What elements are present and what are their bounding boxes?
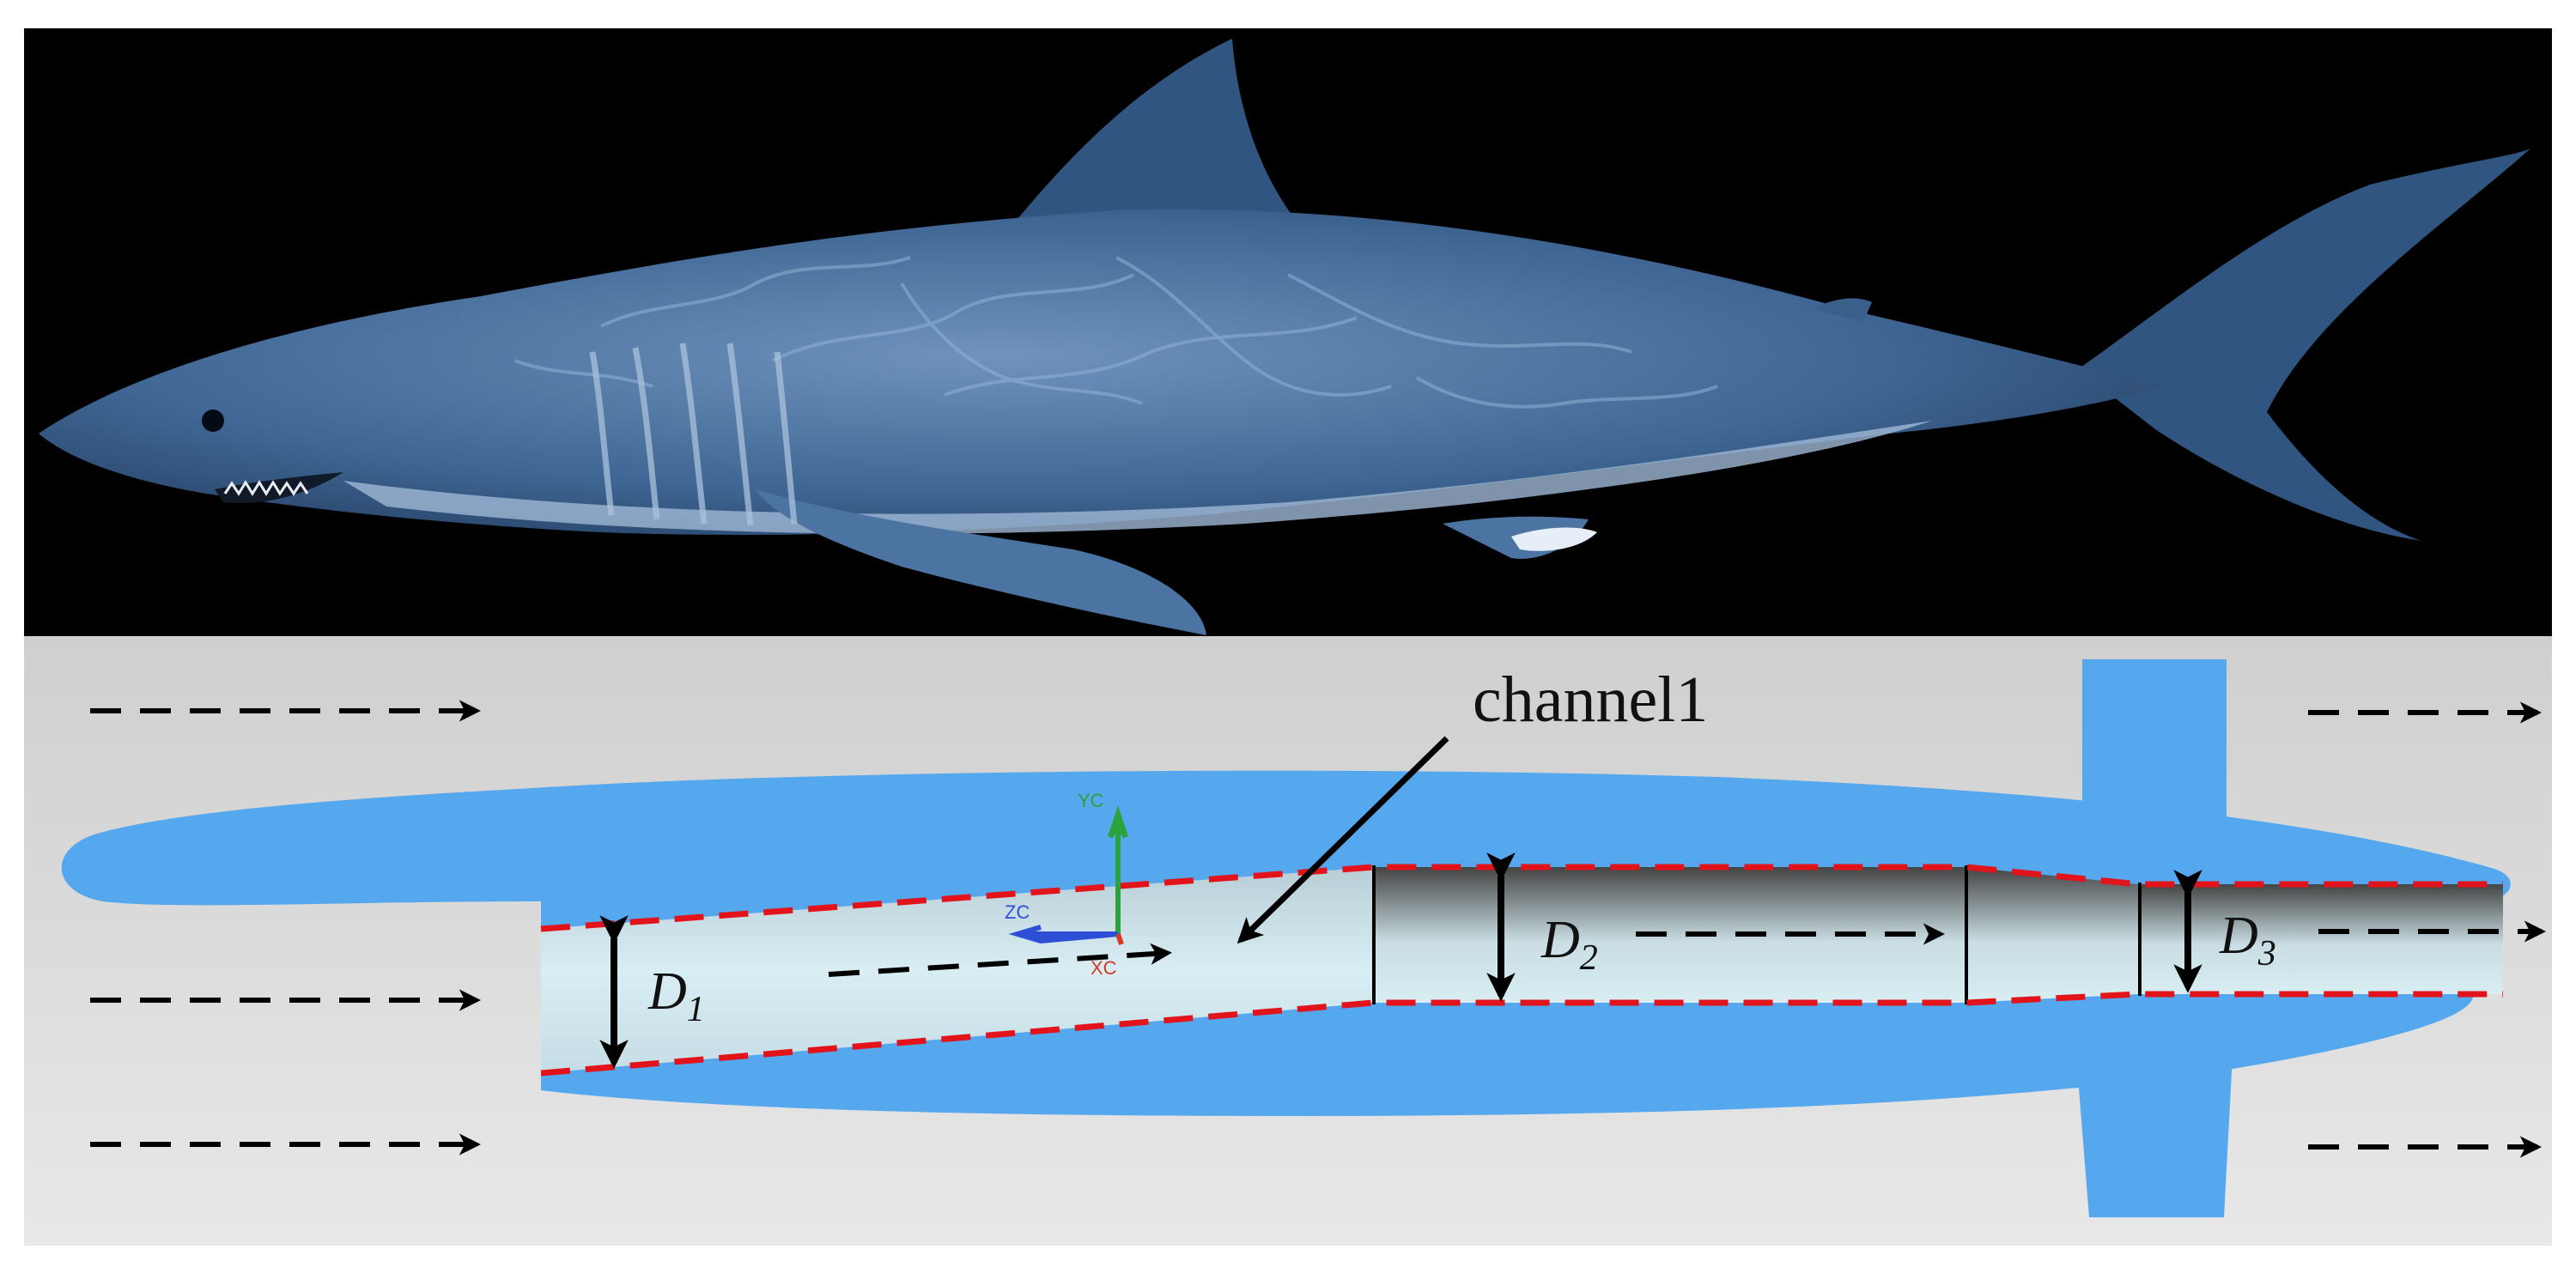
dimension-arrows [599, 852, 2202, 1069]
channel-segment-3 [2138, 884, 2503, 994]
coordinate-axes: YC ZC XC [1005, 790, 1128, 979]
channel-label: channel1 [1473, 664, 1708, 736]
channel-pointer-arrow [1236, 736, 1449, 944]
z-axis-label: ZC [1005, 901, 1030, 923]
pectoral-fin [756, 489, 1206, 635]
channel-model-panel: YC ZC XC channel1 D1 D2 D3 [24, 636, 2552, 1246]
z-axis-arrow [1008, 925, 1119, 944]
pelvic-fin-highlight [1511, 527, 1597, 551]
channel-boundary [540, 864, 2503, 1077]
channel-segment-1 [541, 867, 1374, 1073]
channel-segment-2 [1374, 867, 1966, 1003]
channel-body [541, 865, 2503, 1073]
x-axis-label: XC [1091, 957, 1117, 979]
vertical-fin-lower [2076, 1056, 2233, 1217]
d1-label: D1 [647, 962, 705, 1029]
boundary-lower [540, 991, 2503, 1077]
vertical-fin-upper-taper [2082, 807, 2233, 837]
y-axis-arrow [1108, 805, 1128, 934]
shark-body [39, 209, 2164, 536]
channel-segment-taper [1966, 867, 2138, 1003]
flow-arrow-channel-1 [828, 943, 1173, 977]
water-caustics [514, 256, 1718, 409]
x-axis-marker [1115, 933, 1124, 945]
shark-mouth [215, 472, 343, 503]
second-dorsal-fin [1812, 298, 1872, 322]
shark-eye [202, 410, 224, 432]
boundary-upper [540, 864, 2503, 932]
gill-slits [589, 343, 798, 526]
dorsal-fin [1018, 39, 1305, 232]
d2-label: D2 [1540, 911, 1598, 978]
d3-label: D3 [2219, 907, 2276, 974]
vertical-fin [2082, 659, 2227, 824]
shark-illustration [39, 39, 2531, 635]
shark-teeth [223, 480, 309, 496]
shark-photo-panel [24, 28, 2552, 636]
y-axis-label: YC [1078, 790, 1104, 811]
tail-fin [2078, 148, 2531, 541]
shark-belly [343, 421, 1932, 534]
flow-arrows [90, 700, 2547, 1158]
